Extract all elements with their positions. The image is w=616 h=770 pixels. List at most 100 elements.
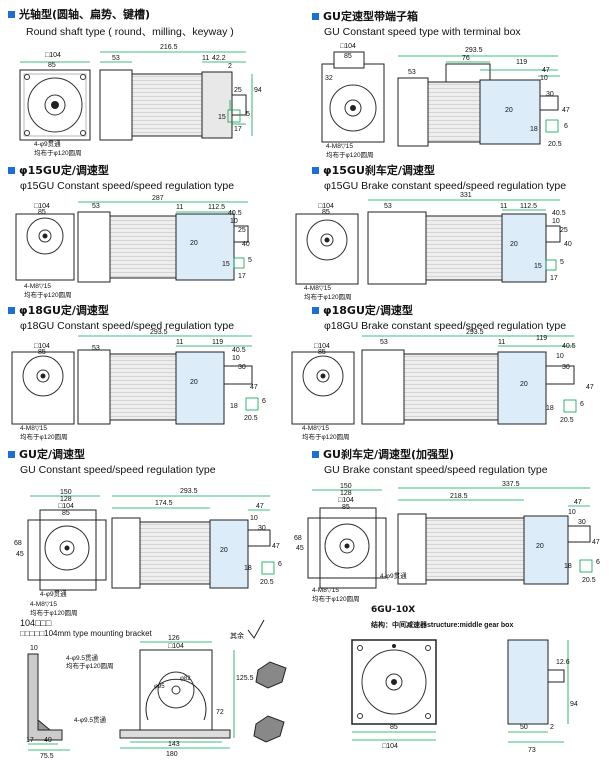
section-title-18gu: φ18GU定/调速型 <box>8 304 109 317</box>
side-view <box>99 69 247 141</box>
dim-label: 40 <box>44 737 52 744</box>
dim-label: 10 <box>556 353 564 360</box>
drawing-gu: 150 128 □104 85 293.5 174.5 47 10 30 68 … <box>14 488 282 617</box>
drawing-terminal-box: □104 85 32 293.5 76 53 119 47 10 30 20 4… <box>321 43 570 159</box>
dim-label: 10 <box>540 75 548 82</box>
note-holes: 4-φ9.5贯通 <box>74 715 107 724</box>
dim-label: 45 <box>16 551 24 558</box>
section-subtitle-terminal-box: GU Constant speed type with terminal box <box>324 26 521 38</box>
section-subtitle-18gu-brake: φ18GU Brake constant speed/speed regulat… <box>324 320 567 332</box>
dim-label: 94 <box>254 87 262 94</box>
bullet-icon <box>312 451 319 458</box>
dim-label: □104 <box>34 203 50 210</box>
dim-label: 42.2 <box>212 55 226 62</box>
dim-label: □104 <box>382 743 398 750</box>
dim-label: 2 <box>228 63 232 70</box>
dim-label: 53 <box>384 203 392 210</box>
dim-label: 30 <box>258 525 266 532</box>
section-subtitle-gu-brake: GU Brake constant speed/speed regulation… <box>324 464 548 476</box>
dim-label: 85 <box>322 209 330 216</box>
dim-label: φ95 <box>154 684 165 690</box>
dim-label: 85 <box>62 510 70 517</box>
dim-label: 25 <box>560 227 568 234</box>
section-title-15gu: φ15GU定/调速型 <box>8 164 109 177</box>
section-title-terminal-box: GU定速型带端子箱 <box>312 10 418 23</box>
note-bolt: 4-φ9贯通 <box>34 139 61 148</box>
dim-label: 112.5 <box>520 203 537 210</box>
dim-label: 25 <box>234 87 242 94</box>
dim-label: 119 <box>516 59 527 66</box>
dim-label: 293.5 <box>180 488 198 495</box>
section-subtitle-gu: GU Constant speed/speed regulation type <box>20 464 216 476</box>
bullet-icon <box>312 13 319 20</box>
dim-label: 11 <box>500 203 507 210</box>
dim-label: 20 <box>510 241 518 248</box>
note-bolt: 4-M8▽15 <box>326 143 353 150</box>
dim-label: 11 <box>176 339 183 346</box>
dim-label: 150 <box>340 483 352 490</box>
dim-label: □104 <box>338 497 354 504</box>
dim-label: 331 <box>460 192 472 199</box>
dim-label: 20 <box>190 379 198 386</box>
dim-label: 40 <box>564 241 572 248</box>
drawing-bracket: 126 □104 125.5 72 143 180 φ95 φ82 10 17 … <box>26 619 287 760</box>
dim-label: □104 <box>314 343 330 350</box>
check-icon <box>247 619 265 639</box>
note-pcd: 均布于φ120圆周 <box>312 594 360 603</box>
dim-label: 150 <box>60 489 72 496</box>
dim-label: 125.5 <box>236 675 254 682</box>
section-title-gu-brake: GU刹车定/调速型(加强型) <box>312 448 454 461</box>
section-subtitle-15gu-brake: φ15GU Brake constant speed/speed regulat… <box>324 180 567 192</box>
dim-label: 47 <box>592 539 600 546</box>
dim-label: 293.5 <box>150 329 168 336</box>
dim-label: 112.5 <box>208 204 225 211</box>
bracket-subtitle: □□□□□104mm type mounting bracket <box>20 629 152 638</box>
note-holes: 4-φ9.5贯通 <box>66 653 99 662</box>
drawing-gu-brake: 150 128 □104 85 337.5 218.5 47 10 30 68 … <box>294 481 600 603</box>
section-subtitle-15gu: φ15GU Constant speed/speed regulation ty… <box>20 180 235 192</box>
dim-label: 85 <box>342 504 350 511</box>
note-bolt: 4-M8▽15 <box>312 587 339 594</box>
dim-label: 20 <box>220 547 228 554</box>
dim-label: 17 <box>550 275 558 282</box>
note-pcd: 均布于φ120圆周 <box>302 432 350 441</box>
dim-label: □104 <box>45 52 61 59</box>
dim-label: 32 <box>325 75 333 82</box>
drawing-18gu: □104 85 293.5 53 11 119 40.5 10 30 20 47… <box>11 329 266 441</box>
dim-label: 75.5 <box>40 753 54 760</box>
dim-label: 5 <box>248 257 252 264</box>
dim-label: 53 <box>380 339 388 346</box>
dim-label: 18 <box>530 126 538 133</box>
drawing-18gu-brake: □104 85 293.5 53 11 119 40.5 10 30 20 47… <box>291 329 594 441</box>
dim-label: 20.5 <box>582 577 596 584</box>
section-title-round-shaft: 光轴型(圆轴、扁势、键槽) <box>8 8 150 21</box>
section-subtitle-round-shaft: Round shaft type ( round、milling、keyway … <box>26 26 234 38</box>
gearbox-title: 6GU-10X <box>371 605 416 615</box>
dim-label: 76 <box>462 55 470 62</box>
note-pcd: 均布于φ120圆周 <box>66 661 114 670</box>
dim-label: 15 <box>534 263 542 270</box>
bullet-icon <box>8 451 15 458</box>
dim-label: 119 <box>212 339 223 346</box>
dim-label: 5 <box>560 259 564 266</box>
dim-label: 68 <box>294 535 302 542</box>
dim-label: 73 <box>528 747 536 754</box>
dim-label: 72 <box>216 709 224 716</box>
note-holes: 4-φ9贯通 <box>380 571 407 580</box>
note-pcd: 均布于φ120圆周 <box>34 148 82 157</box>
dim-label: 17 <box>26 737 34 744</box>
dim-label: □104 <box>58 503 74 510</box>
dim-label: 20.5 <box>548 141 562 148</box>
dim-label: 6 <box>580 401 584 408</box>
dim-label: 94 <box>570 701 578 708</box>
section-title-18gu-brake: φ18GU定/调速型 <box>312 304 413 317</box>
dim-label: 20 <box>505 107 513 114</box>
dim-label: 17 <box>238 273 246 280</box>
dim-label: 20 <box>520 381 528 388</box>
other-label: 其余 <box>230 631 244 640</box>
dim-label: 119 <box>536 335 547 342</box>
dim-label: 293.5 <box>466 329 484 336</box>
dim-label: 126 <box>168 635 180 642</box>
drawing-round-shaft: □104 85 216.5 53 11 42.2 2 25 94 15 5 17… <box>19 44 262 157</box>
